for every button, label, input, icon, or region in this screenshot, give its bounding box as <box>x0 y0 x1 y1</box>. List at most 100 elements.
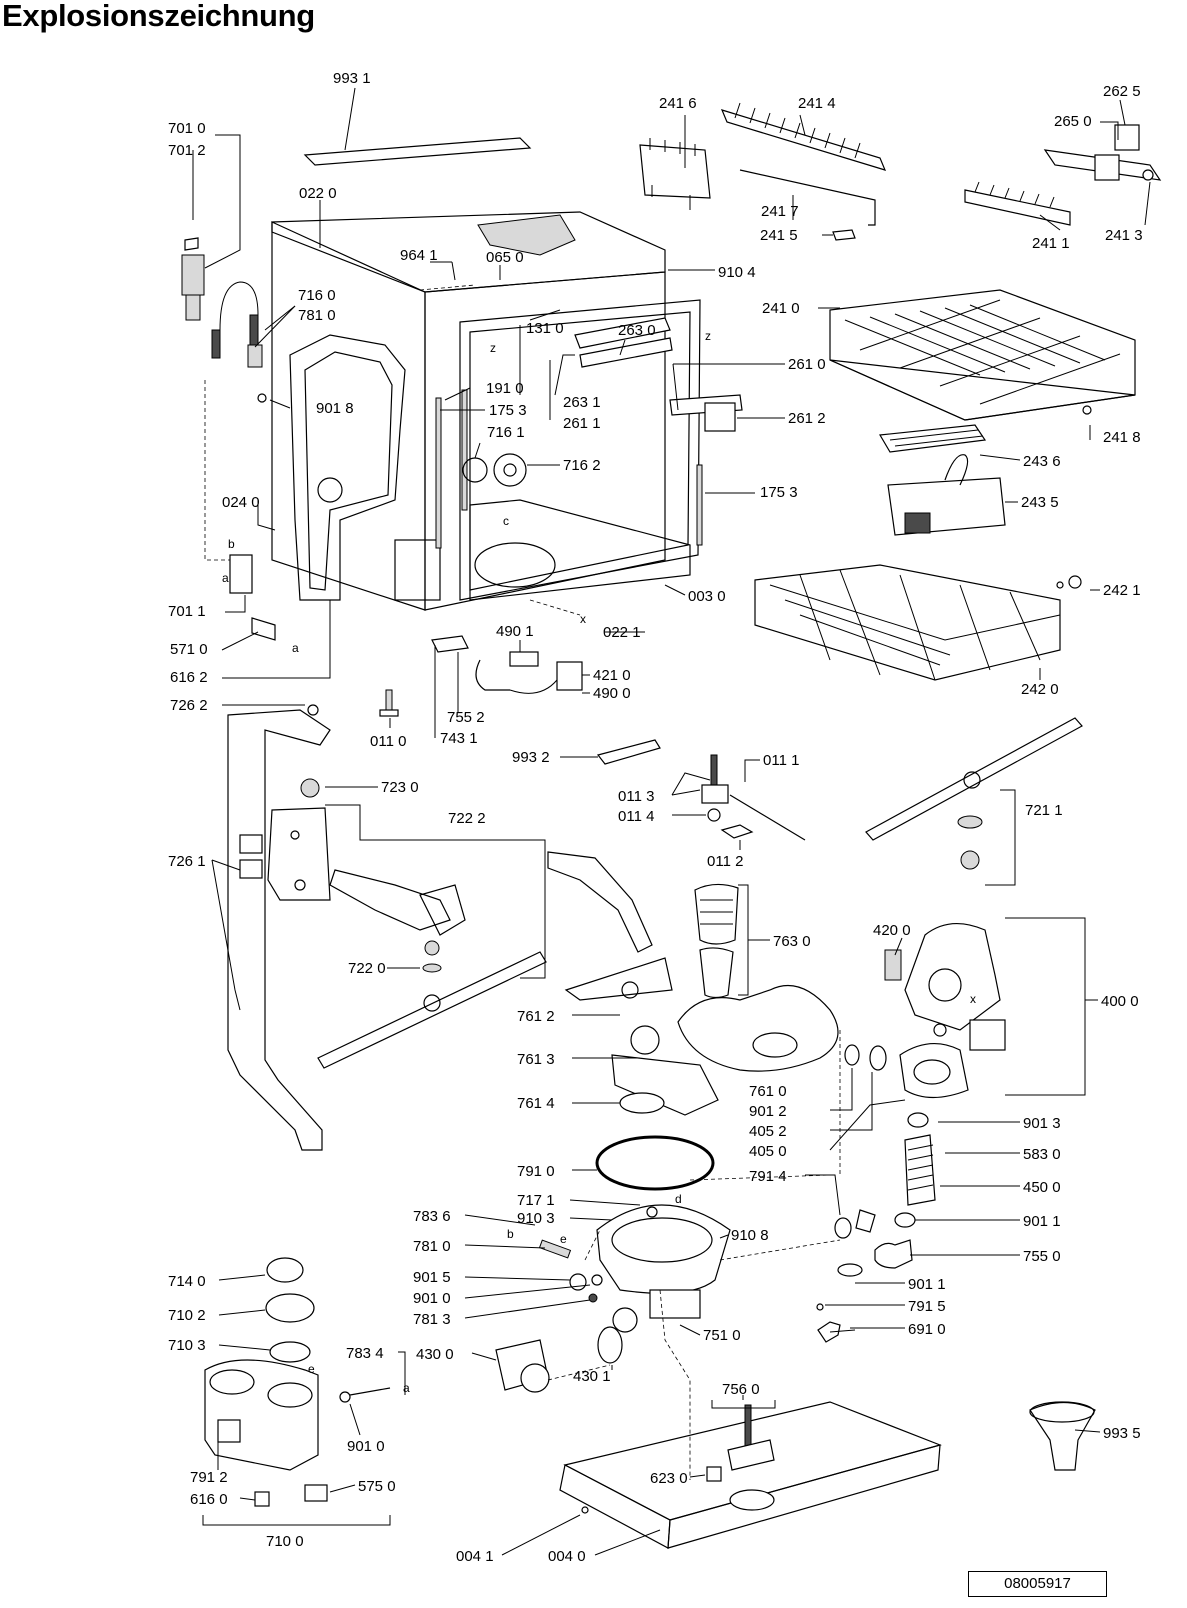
page-title: Explosionszeichnung <box>2 0 315 33</box>
part-label: 571 0 <box>170 641 208 658</box>
part-label: 901 5 <box>413 1269 451 1286</box>
marker-letter: a <box>292 641 299 655</box>
part-label: 261 1 <box>563 415 601 432</box>
part-label: 191 0 <box>486 380 524 397</box>
part-label: 993 2 <box>512 749 550 766</box>
part-label: 726 1 <box>168 853 206 870</box>
part-label: 783 6 <box>413 1208 451 1225</box>
part-label: 901 1 <box>1023 1213 1061 1230</box>
marker-letter: a <box>403 1381 410 1395</box>
part-label: 901 0 <box>413 1290 451 1307</box>
part-label: 261 0 <box>788 356 826 373</box>
part-label: 243 6 <box>1023 453 1061 470</box>
part-label: 722 0 <box>348 960 386 977</box>
part-label: 993 5 <box>1103 1425 1141 1442</box>
part-label: 022 1 <box>603 624 641 641</box>
part-label: 716 1 <box>487 424 525 441</box>
part-label: 781 0 <box>298 307 336 324</box>
marker-letter: a <box>222 571 229 585</box>
part-label: 261 2 <box>788 410 826 427</box>
part-label: 175 3 <box>760 484 798 501</box>
part-label: 490 0 <box>593 685 631 702</box>
part-label: 011 2 <box>707 853 743 870</box>
part-label: 781 3 <box>413 1311 451 1328</box>
part-label: 011 4 <box>618 808 654 825</box>
part-label: 242 0 <box>1021 681 1059 698</box>
part-label: 616 2 <box>170 669 208 686</box>
part-label: 405 2 <box>749 1123 787 1140</box>
part-label: 710 0 <box>266 1533 304 1550</box>
part-label: 910 3 <box>517 1210 555 1227</box>
part-label: 241 5 <box>760 227 798 244</box>
part-label: 723 0 <box>381 779 419 796</box>
part-label: 265 0 <box>1054 113 1092 130</box>
part-label: 430 1 <box>573 1368 611 1385</box>
part-label: 004 0 <box>548 1548 586 1565</box>
part-label: 717 1 <box>517 1192 555 1209</box>
marker-letter: x <box>970 992 976 1006</box>
part-label: 716 2 <box>563 457 601 474</box>
part-label: 011 3 <box>618 788 654 805</box>
part-label: 616 0 <box>190 1491 228 1508</box>
part-label: 575 0 <box>358 1478 396 1495</box>
part-label: 910 8 <box>731 1227 769 1244</box>
part-label: 263 1 <box>563 394 601 411</box>
marker-letter: d <box>675 1192 682 1206</box>
part-label: 450 0 <box>1023 1179 1061 1196</box>
part-label: 701 0 <box>168 120 206 137</box>
part-label: 781 0 <box>413 1238 451 1255</box>
marker-letter: b <box>228 537 235 551</box>
part-label: 755 0 <box>1023 1248 1061 1265</box>
part-label: 901 2 <box>749 1103 787 1120</box>
part-labels: 993 1 701 0 701 2 022 0 964 1 065 0 910 … <box>168 70 1143 1565</box>
part-label: 751 0 <box>703 1327 741 1344</box>
part-label: 710 2 <box>168 1307 206 1324</box>
part-label: 783 4 <box>346 1345 384 1362</box>
part-label: 691 0 <box>908 1321 946 1338</box>
marker-letter: z <box>705 329 711 343</box>
part-label: 901 0 <box>347 1438 385 1455</box>
part-label: 791 2 <box>190 1469 228 1486</box>
part-label: 714 0 <box>168 1273 206 1290</box>
part-label: 263 0 <box>618 322 656 339</box>
part-label: 901 1 <box>908 1276 946 1293</box>
marker-letter: e <box>560 1232 567 1246</box>
part-label: 241 4 <box>798 95 836 112</box>
part-label: 242 1 <box>1103 582 1141 599</box>
marker-letter: b <box>507 1227 514 1241</box>
part-label: 761 0 <box>749 1083 787 1100</box>
part-label: 791 5 <box>908 1298 946 1315</box>
part-label: 262 5 <box>1103 83 1141 100</box>
part-label: 004 1 <box>456 1548 494 1565</box>
part-label: 022 0 <box>299 185 337 202</box>
part-label: 761 3 <box>517 1051 555 1068</box>
leader-lines <box>192 87 1151 1556</box>
parts-artwork <box>181 102 1162 1549</box>
part-label: 901 3 <box>1023 1115 1061 1132</box>
part-label: 011 1 <box>763 752 799 769</box>
part-label: 024 0 <box>222 494 260 511</box>
part-label: 243 5 <box>1021 494 1059 511</box>
connection-markers: a a a b b c d e e x x z z <box>222 329 976 1395</box>
part-label: 241 6 <box>659 95 697 112</box>
part-label: 011 0 <box>370 733 406 750</box>
part-label: 726 2 <box>170 697 208 714</box>
part-label: 716 0 <box>298 287 336 304</box>
marker-letter: x <box>580 612 586 626</box>
part-label: 964 1 <box>400 247 438 264</box>
part-label: 241 1 <box>1032 235 1070 252</box>
part-label: 755 2 <box>447 709 485 726</box>
part-label: 131 0 <box>526 320 564 337</box>
part-label: 623 0 <box>650 1470 688 1487</box>
part-label: 490 1 <box>496 623 534 640</box>
drawing-number-box: 08005917 <box>968 1571 1107 1597</box>
part-label: 241 0 <box>762 300 800 317</box>
part-label: 421 0 <box>593 667 631 684</box>
part-label: 420 0 <box>873 922 911 939</box>
part-label: 583 0 <box>1023 1146 1061 1163</box>
part-label: 756 0 <box>722 1381 760 1398</box>
marker-letter: c <box>503 514 509 528</box>
part-label: 910 4 <box>718 264 756 281</box>
part-label: 761 4 <box>517 1095 555 1112</box>
part-label: 241 8 <box>1103 429 1141 446</box>
